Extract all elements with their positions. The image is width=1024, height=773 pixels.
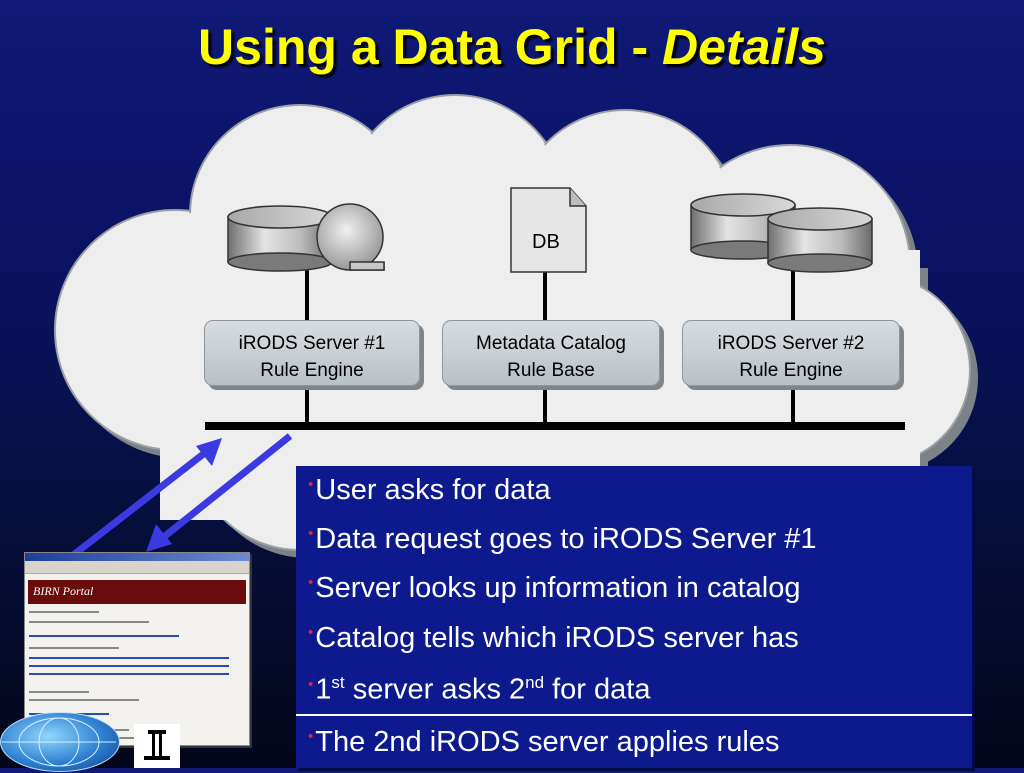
bullet-marker-icon: • (308, 476, 314, 493)
metadata-catalog-box: Metadata Catalog Rule Base (442, 320, 660, 386)
connectors (305, 270, 795, 426)
request-response-arrows (69, 433, 293, 559)
network-bus (205, 422, 905, 430)
bullet-3-text: Server looks up information in catalog (315, 572, 801, 604)
bullet-5: •1st server asks 2nd for data (308, 673, 651, 706)
slide-title-italic: Details (662, 19, 826, 75)
request-arrow-shaft (69, 449, 209, 559)
bullet-4-text: Catalog tells which iRODS server has (315, 622, 799, 654)
irods-server-2-box: iRODS Server #2 Rule Engine (682, 320, 900, 386)
server-2-line1: iRODS Server #2 (717, 333, 865, 354)
institution-logo-icon (134, 724, 180, 768)
bullet-1-text: User asks for data (315, 474, 551, 506)
request-arrow-head (196, 438, 222, 466)
bullet-marker-icon: • (308, 574, 314, 591)
bullet-2-text: Data request goes to iRODS Server #1 (315, 523, 817, 555)
slide-title-main: Using a Data Grid - (198, 19, 662, 75)
bullet-marker-icon: • (308, 624, 314, 641)
bullet-marker-icon: • (308, 675, 314, 693)
bullet-panel: •User asks for data •Data request goes t… (296, 466, 972, 768)
catalog-line1: Metadata Catalog (476, 333, 626, 354)
catalog-line2: Rule Base (507, 360, 595, 381)
thumbnail-toolbar (25, 561, 249, 574)
bullet-marker-icon: • (308, 728, 314, 745)
database-document-icon (510, 187, 587, 273)
disk-cylinder-front-icon (767, 207, 873, 273)
server-2-line2: Rule Engine (739, 360, 843, 381)
bullet-4: •Catalog tells which iRODS server has (308, 622, 799, 655)
slide-title: Using a Data Grid - Details (0, 18, 1024, 76)
irods-server-1-box: iRODS Server #1 Rule Engine (204, 320, 420, 386)
bullet-1: •User asks for data (308, 474, 551, 507)
thumbnail-banner-logo: BIRN Portal (33, 584, 94, 598)
bullet-2: •Data request goes to iRODS Server #1 (308, 523, 817, 556)
bullet-marker-icon: • (308, 525, 314, 542)
globe-grid-icon (2, 717, 116, 767)
bullet-3: •Server looks up information in catalog (308, 572, 800, 605)
response-arrow-shaft (157, 433, 293, 543)
response-arrow-head (146, 524, 172, 552)
bullet-6: •The 2nd iRODS server applies rules (308, 726, 779, 759)
disk-cylinder-icon (227, 205, 333, 272)
db-label: DB (532, 231, 560, 253)
server-1-line2: Rule Engine (260, 360, 364, 381)
portal-screenshot-thumbnail: BIRN Portal (24, 552, 250, 746)
tape-reel-icon (316, 203, 385, 271)
thumbnail-banner: BIRN Portal (28, 580, 246, 604)
thumbnail-titlebar (25, 553, 249, 561)
server-1-line1: iRODS Server #1 (238, 333, 386, 354)
bullet-6-text: The 2nd iRODS server applies rules (315, 726, 780, 758)
bullet-separator (296, 714, 972, 716)
